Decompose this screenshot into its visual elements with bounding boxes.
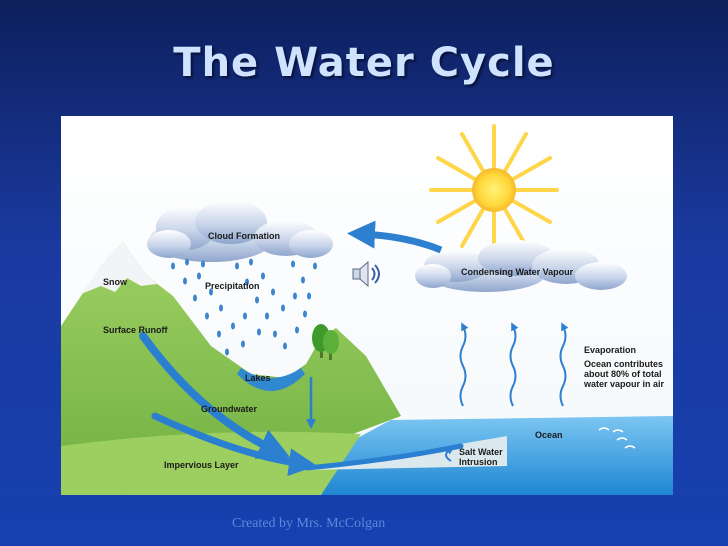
label-evaporation-note-2: about 80% of total [584, 369, 662, 379]
label-groundwater: Groundwater [201, 404, 258, 414]
snow-cap [81, 242, 157, 294]
label-evaporation-note-1: Ocean contributes [584, 359, 663, 369]
label-impervious-layer: Impervious Layer [164, 460, 239, 470]
sun-icon [429, 124, 559, 258]
label-cloud-formation: Cloud Formation [208, 231, 280, 241]
label-evaporation: Evaporation [584, 345, 636, 355]
label-evaporation-note-3: water vapour in air [583, 379, 665, 389]
label-lakes: Lakes [245, 373, 271, 383]
cloud-movement-arrow [347, 220, 443, 254]
mountain [61, 242, 401, 495]
label-precipitation: Precipitation [205, 281, 260, 291]
speaker-icon[interactable] [349, 257, 383, 291]
tree-icon [312, 324, 339, 360]
water-cycle-diagram: Cloud Formation Precipitation Snow Surfa… [61, 116, 673, 495]
label-intrusion: Intrusion [459, 457, 498, 467]
cloud-left [147, 200, 333, 262]
credit-line: Created by Mrs. McColgan [232, 516, 386, 531]
groundwater-flow-arrows [139, 332, 464, 477]
label-surface-runoff: Surface Runoff [103, 325, 169, 335]
label-snow: Snow [103, 277, 128, 287]
label-condensing-water-vapour: Condensing Water Vapour [461, 267, 574, 277]
evaporation-arrows [459, 322, 569, 407]
cloud-right [415, 240, 627, 292]
precipitation-drops [171, 258, 317, 356]
label-ocean: Ocean [535, 430, 563, 440]
lake [237, 368, 305, 391]
wave-marks [598, 427, 636, 449]
slide-title: The Water Cycle [173, 40, 555, 86]
salt-intrusion-arrow [445, 446, 455, 462]
label-salt-water: Salt Water [459, 447, 503, 457]
